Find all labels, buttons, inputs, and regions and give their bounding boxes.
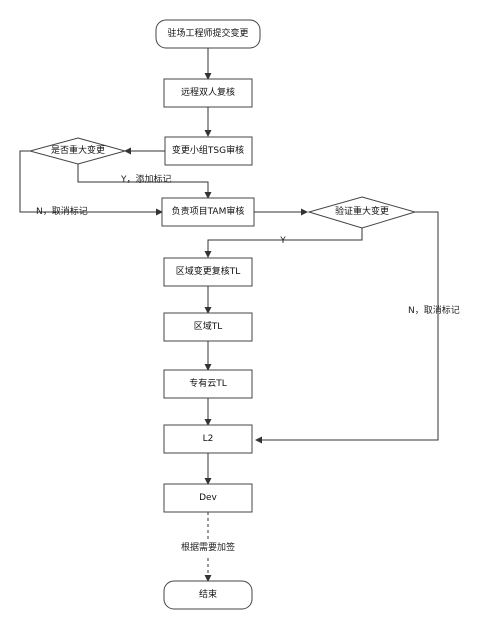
- node-start: [155, 19, 261, 49]
- node-region-tl-review-label: 区域变更复核TL: [176, 265, 241, 277]
- edge-verify-yes: [204, 228, 363, 258]
- node-l2-label: L2: [203, 434, 214, 444]
- node-verify-major-decision: [307, 196, 417, 229]
- edge-label-no-cancel-right: N，取消标记: [408, 304, 460, 316]
- edge-verify-no: [255, 211, 439, 444]
- edge-label-no-cancel-left: N，取消标记: [36, 205, 88, 217]
- edge-label-yes-add-mark: Y，添加标记: [120, 173, 172, 185]
- edge-decision-yes: [77, 163, 212, 199]
- node-tam-review-label: 负责项目TAM审核: [172, 205, 245, 217]
- node-dedicated-cloud-tl-label: 专有云TL: [189, 377, 227, 389]
- node-start-label: 驻场工程师提交变更: [167, 27, 248, 39]
- node-region-tl: [163, 312, 253, 342]
- node-tam-review: [161, 197, 255, 227]
- edge-decision-no: [19, 150, 163, 216]
- node-end: [163, 580, 253, 610]
- node-dev-label: Dev: [199, 493, 217, 503]
- node-region-tl-review: [163, 257, 253, 287]
- node-major-change-decision: [28, 137, 127, 165]
- node-tsg-review: [164, 136, 253, 166]
- edge-label-yes-verify: Y: [279, 236, 286, 246]
- node-dev: [163, 483, 253, 513]
- node-remote-review-label: 远程双人复核: [181, 86, 235, 98]
- node-verify-major-label: 验证重大变更: [335, 205, 389, 217]
- node-tsg-review-label: 变更小组TSG审核: [172, 144, 244, 156]
- node-remote-review: [163, 78, 253, 108]
- edge-label-add-signoff: 根据需要加签: [181, 541, 235, 553]
- node-dedicated-cloud-tl: [163, 369, 253, 399]
- node-end-label: 结束: [199, 588, 217, 600]
- node-major-change-label: 是否重大变更: [51, 144, 105, 156]
- node-l2: [163, 424, 253, 454]
- node-region-tl-label: 区域TL: [194, 320, 223, 332]
